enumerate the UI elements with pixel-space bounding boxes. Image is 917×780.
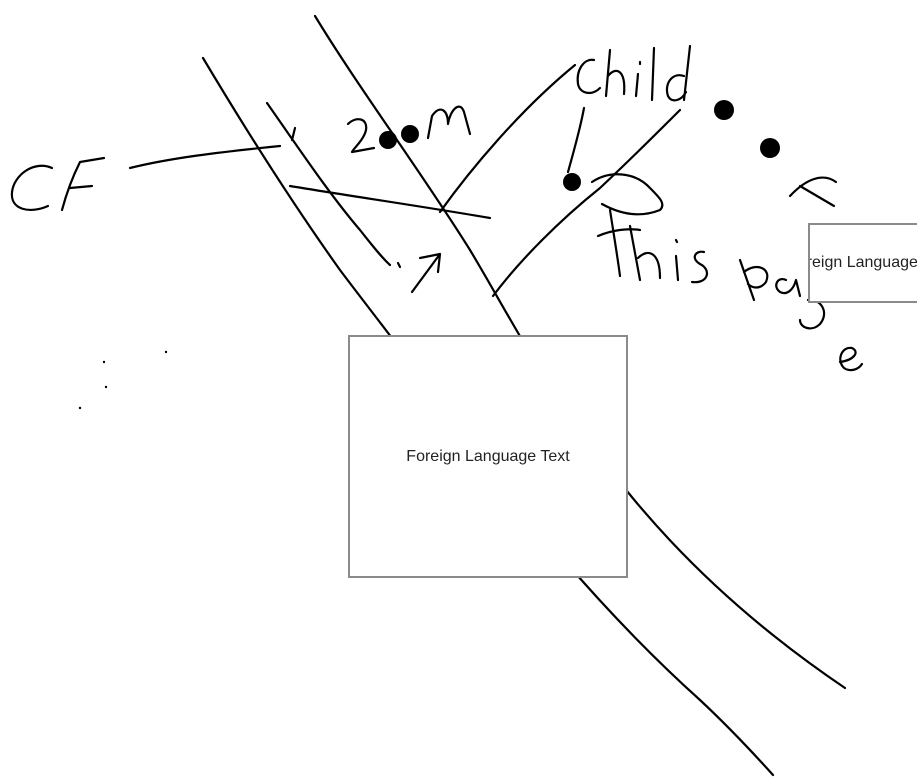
this-s <box>690 250 709 284</box>
small-tick <box>290 126 297 142</box>
zoom-m <box>426 105 472 140</box>
small-arrow <box>410 252 442 294</box>
dot-d <box>102 360 106 364</box>
child-h <box>604 48 626 98</box>
zoom-o2 <box>401 125 419 143</box>
dot-c <box>78 406 82 410</box>
lines-to-child-a <box>438 63 577 214</box>
this-h <box>628 224 662 282</box>
dot-a <box>164 350 168 354</box>
arrow-tick <box>396 261 402 269</box>
this-t <box>596 208 642 278</box>
page-a <box>775 278 802 298</box>
page-g <box>798 298 826 330</box>
knob-stalk <box>566 106 586 174</box>
page-e <box>838 346 864 372</box>
door-o1 <box>714 100 734 120</box>
zoom-o1 <box>379 131 397 149</box>
foreign-text-box-main: Foreign Language Text <box>348 335 628 578</box>
child-c <box>576 58 602 94</box>
door-r <box>788 176 838 208</box>
zoom-z <box>346 118 376 154</box>
page-p <box>738 258 769 302</box>
knob-flag <box>590 173 664 216</box>
child-l <box>650 46 656 102</box>
door-o2 <box>760 138 780 158</box>
foreign-text-box-side: Foreign Language Text <box>808 223 917 303</box>
lines-to-child-b <box>491 108 682 298</box>
inner-diagonal-stroke <box>265 101 392 267</box>
foreign-text-main: Foreign Language Text <box>406 447 570 465</box>
doorknob-icon <box>563 173 581 191</box>
child-i <box>634 60 642 98</box>
child-d <box>665 44 692 102</box>
cross-line <box>288 184 492 220</box>
this-i <box>674 238 680 282</box>
cf-pointer-line <box>128 144 282 170</box>
foreign-text-side: Foreign Language Text <box>810 254 917 271</box>
dot-b <box>104 385 108 389</box>
letter-f <box>60 156 106 212</box>
letter-c <box>10 164 54 211</box>
